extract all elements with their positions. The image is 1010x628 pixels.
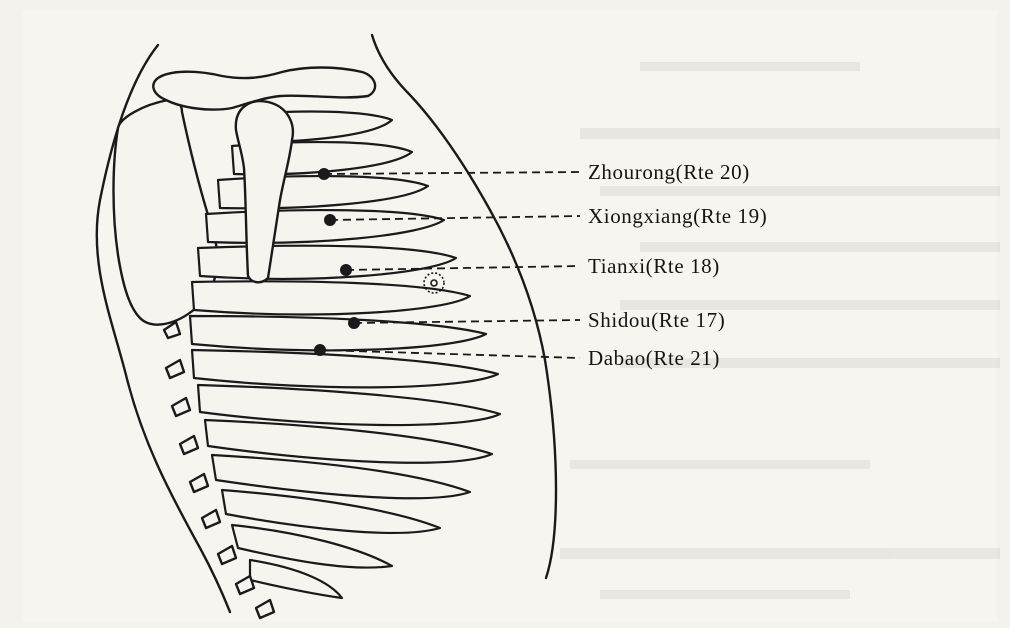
label-xiongxiang: Xiongxiang(Rte 19) <box>588 204 767 228</box>
label-zhourong: Zhourong(Rte 20) <box>588 160 750 184</box>
label-tianxi: Tianxi(Rte 18) <box>588 254 720 278</box>
point-dot-dabao <box>314 344 326 356</box>
point-dot-shidou <box>348 317 360 329</box>
point-dot-xiongxiang <box>324 214 336 226</box>
label-shidou: Shidou(Rte 17) <box>588 308 725 332</box>
point-dot-tianxi <box>340 264 352 276</box>
label-dabao: Dabao(Rte 21) <box>588 346 720 370</box>
point-dot-zhourong <box>318 168 330 180</box>
